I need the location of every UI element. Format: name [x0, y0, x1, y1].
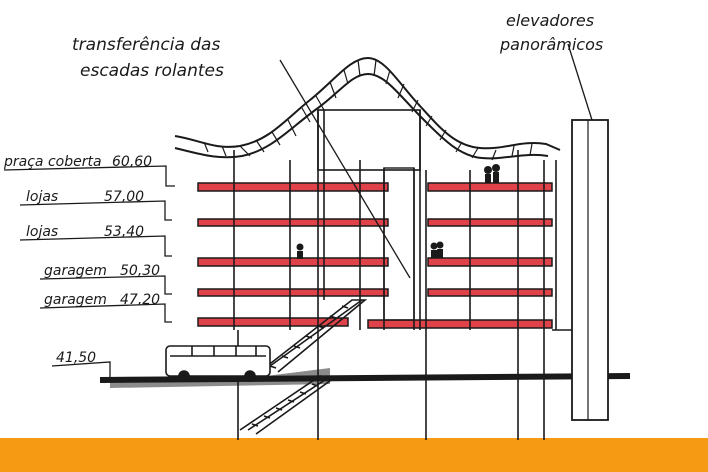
level-value: 50,30 — [120, 263, 160, 279]
escalator-note-line2: escadas rolantes — [80, 61, 224, 81]
escalator-note-leader — [279, 59, 411, 279]
level-value: 60,60 — [112, 154, 152, 170]
slab-left-3 — [197, 257, 389, 267]
escalator-shaft — [383, 167, 415, 321]
ground-band — [0, 438, 708, 472]
escalator-note-line1: transferência das — [72, 35, 220, 55]
slab-right-3 — [427, 257, 553, 267]
slab-right-2 — [427, 218, 553, 227]
lower-level-shadow — [110, 368, 330, 388]
slab-left-2 — [197, 218, 389, 227]
slab-right-5 — [367, 319, 553, 329]
slab-right-1 — [427, 182, 553, 192]
roof-truss-web — [203, 59, 533, 161]
level-label: garagem — [44, 292, 107, 308]
escalator — [239, 299, 368, 435]
elevator-note-line2: panorâmicos — [499, 35, 603, 54]
elevator-note-leader — [567, 43, 593, 121]
level-value: 53,40 — [104, 224, 144, 240]
level-leaders — [3, 165, 175, 382]
level-value: 47,20 — [120, 292, 160, 308]
roof-truss — [174, 56, 561, 160]
slab-left-1 — [197, 182, 389, 192]
level-value: 57,00 — [104, 189, 144, 205]
level-label: garagem — [44, 263, 107, 279]
floor-slabs — [197, 182, 553, 329]
slab-left-4 — [197, 288, 389, 297]
level-label: praça coberta — [3, 154, 102, 170]
level-label: lojas — [26, 224, 58, 240]
elevator-tower — [571, 119, 609, 421]
bus — [165, 345, 271, 382]
slab-left-5 — [197, 317, 349, 327]
level-label: lojas — [26, 189, 58, 205]
elevator-note-line1: elevadores — [506, 11, 594, 30]
atrium-core — [317, 109, 421, 171]
slab-right-4 — [427, 288, 553, 297]
columns — [233, 110, 557, 440]
people-figures — [296, 164, 500, 259]
level-value: 41,50 — [56, 350, 96, 366]
